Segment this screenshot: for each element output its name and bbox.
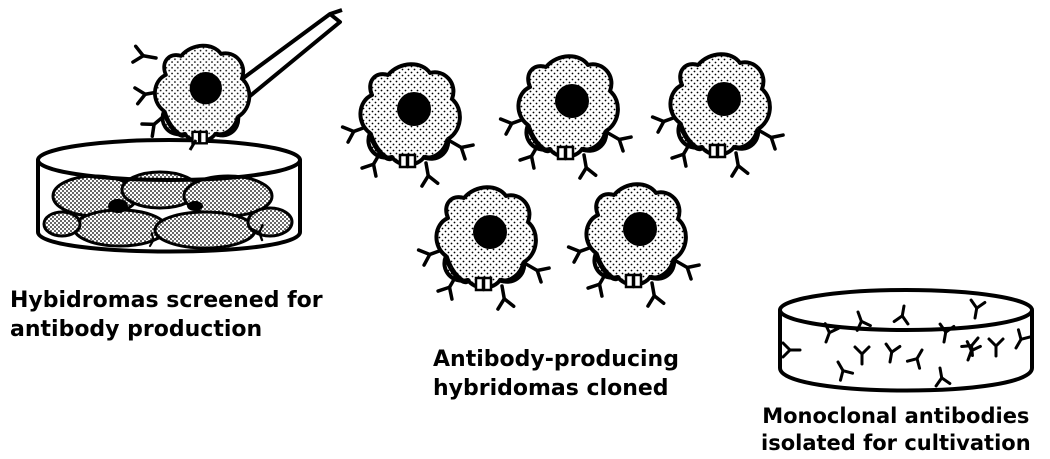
cloned-hybridoma-cells — [343, 54, 783, 309]
antibody-culture-dish — [780, 290, 1032, 391]
caption-screening-line1: Hybidromas screened for — [10, 286, 323, 315]
caption-cloning-line1: Antibody-producing — [433, 345, 679, 374]
cloned-cell-1 — [343, 64, 473, 186]
caption-isolation: Monoclonal antibodies isolated for culti… — [761, 403, 1031, 457]
cloned-cell-3 — [653, 54, 783, 176]
caption-isolation-line2: isolated for cultivation — [761, 430, 1031, 457]
cloned-cell-4 — [419, 187, 549, 309]
caption-screening: Hybidromas screened for antibody product… — [10, 286, 323, 344]
caption-isolation-line1: Monoclonal antibodies — [761, 403, 1031, 430]
caption-cloning-line2: hybridomas cloned — [433, 374, 679, 403]
cloned-cell-2 — [501, 56, 631, 178]
screening-dish — [38, 140, 300, 252]
pipette — [238, 10, 342, 96]
cloned-cell-5 — [569, 184, 699, 306]
picked-hybridoma-cell — [133, 46, 249, 150]
caption-cloning: Antibody-producing hybridomas cloned — [433, 345, 679, 403]
caption-screening-line2: antibody production — [10, 315, 323, 344]
